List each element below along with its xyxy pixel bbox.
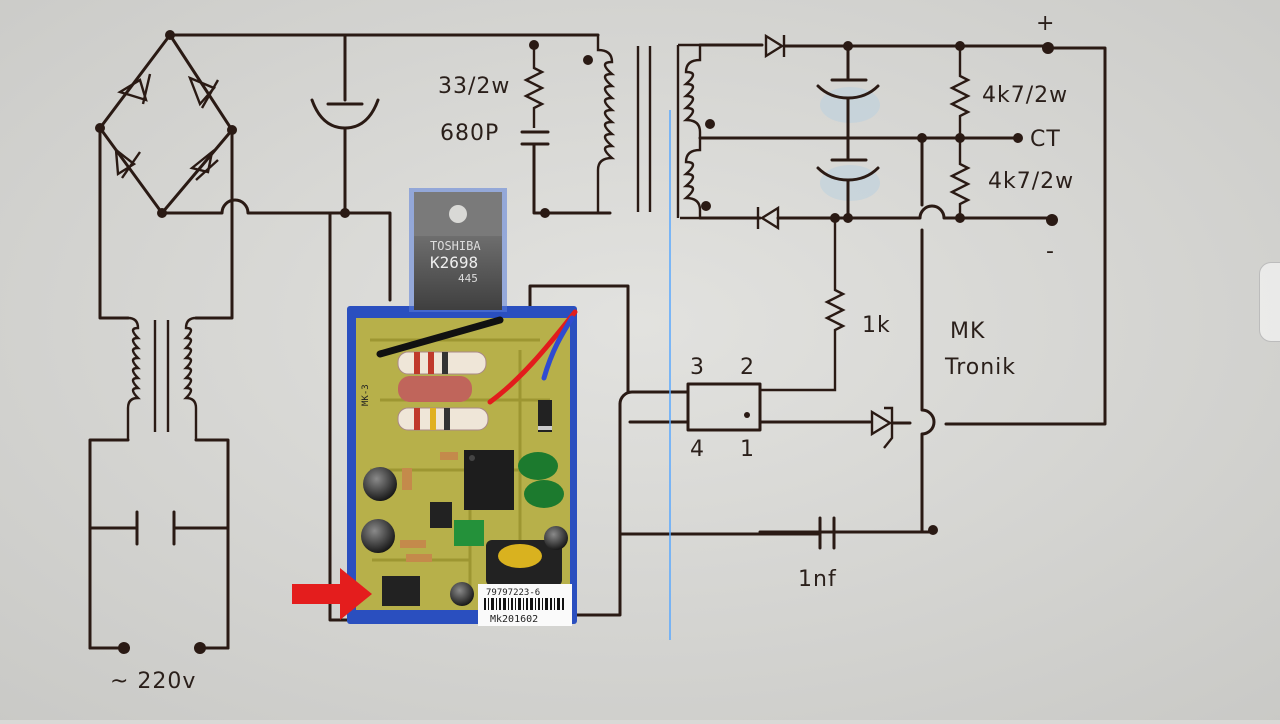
opto-pin-1: 1 — [740, 437, 755, 462]
green-inductor-2 — [524, 480, 564, 508]
plus-label: + — [1036, 11, 1055, 36]
transformer-icon — [583, 35, 715, 220]
bridge-rectifier-icon — [95, 30, 237, 218]
electrolytic-cap-3 — [450, 582, 474, 606]
mosfet-body — [414, 236, 502, 310]
resistor-top-label: 4k7/2w — [982, 83, 1068, 108]
resistor-bottom-label: 4k7/2w — [988, 169, 1074, 194]
ct-terminal — [1013, 133, 1023, 143]
feedback-resistor-1k — [760, 213, 846, 392]
pcb-bridge — [382, 576, 420, 606]
snubber-resistor-label: 33/2w — [438, 74, 510, 99]
opto-pin-4: 4 — [690, 437, 705, 462]
pcb-module: MK-3 79797223-6 Mk201602 — [347, 306, 578, 626]
bulk-capacitor — [310, 33, 380, 218]
pcb-board-mark: MK-3 — [361, 384, 371, 406]
capacitor-1nf-label: 1nf — [798, 567, 837, 592]
output-minus-terminal — [1046, 214, 1058, 226]
electrolytic-cap-4 — [544, 526, 568, 550]
opto-pin-2: 2 — [740, 355, 755, 380]
mosfet-part: K2698 — [430, 253, 478, 272]
mosfet-code: 445 — [458, 272, 478, 285]
input-filter-choke — [126, 316, 198, 440]
brand-subtitle: Tronik — [944, 355, 1016, 380]
power-resistor-3 — [397, 407, 489, 431]
opto-pin-3: 3 — [690, 355, 705, 380]
snubber-network — [520, 40, 612, 218]
ct-label: CT — [1030, 127, 1061, 152]
zener-diode-icon — [870, 406, 912, 449]
barcode-top-text: 79797223-6 — [486, 588, 540, 598]
pcb-diode — [538, 400, 552, 432]
divider-resistors — [949, 41, 971, 223]
y-capacitor — [454, 520, 484, 546]
red-arrow-icon — [292, 568, 372, 620]
pcb-transistor — [430, 502, 452, 528]
resistor-1k-label: 1k — [862, 313, 891, 338]
snubber-capacitor-label: 680P — [440, 121, 499, 146]
capacitor-1nf — [618, 516, 935, 550]
electrolytic-cap-1 — [363, 467, 397, 501]
barcode-bottom-text: Mk201602 — [490, 614, 538, 625]
electrolytic-cap-2 — [361, 519, 395, 553]
mosfet-brand: TOSHIBA — [430, 239, 481, 253]
side-scroll-handle[interactable] — [1259, 262, 1280, 342]
x-capacitor — [88, 510, 230, 546]
green-inductor-1 — [518, 452, 558, 480]
brand-title: MK — [950, 319, 985, 344]
minus-label: - — [1046, 239, 1055, 264]
output-capacitors — [816, 41, 880, 223]
optocoupler-icon — [618, 382, 872, 432]
mains-label: ~ 220v — [110, 669, 196, 694]
mosfet-icon: TOSHIBA K2698 445 — [409, 188, 507, 312]
power-resistor-2 — [398, 376, 472, 402]
